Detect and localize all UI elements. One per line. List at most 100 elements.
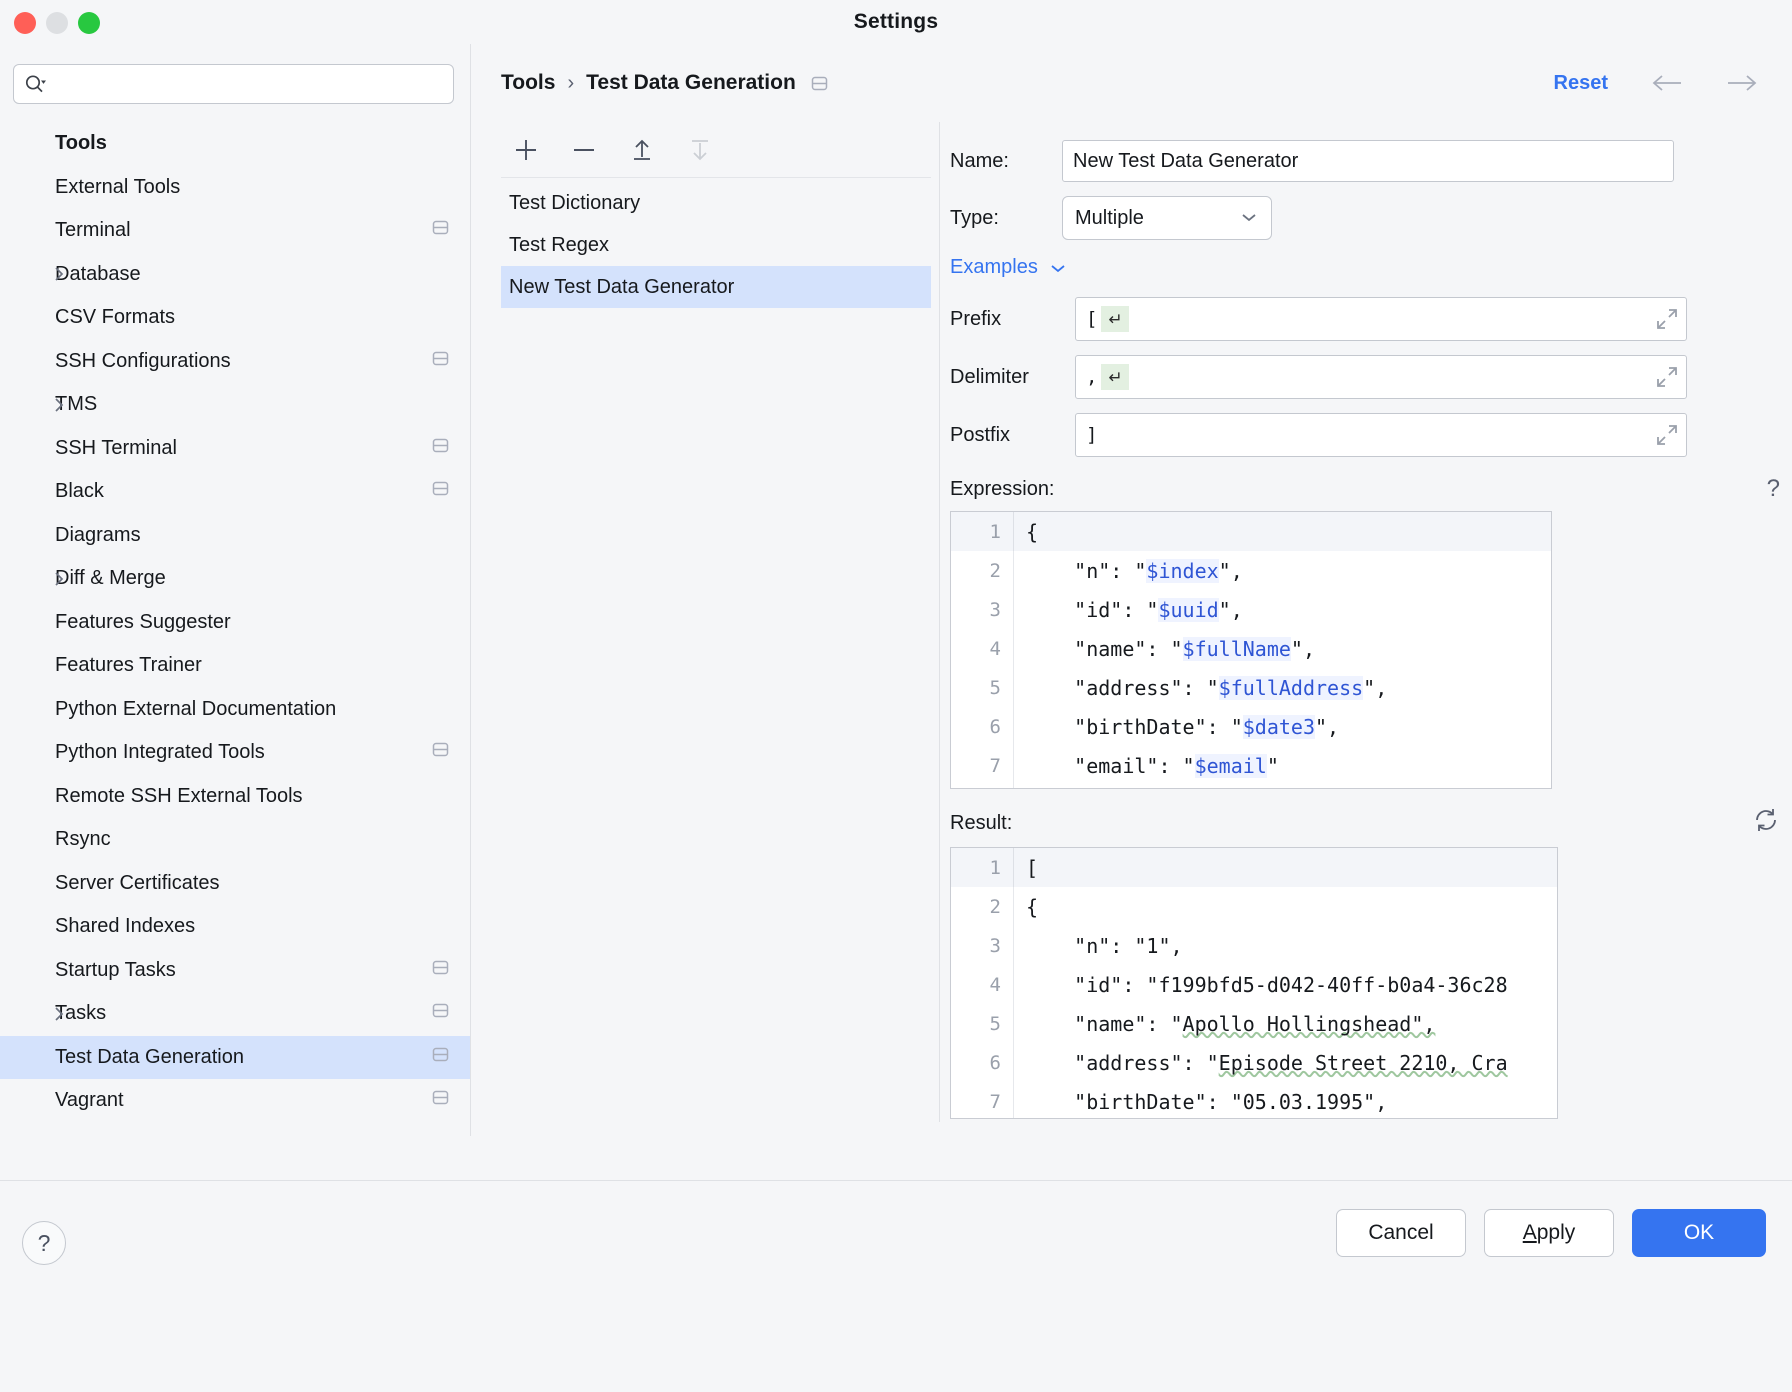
result-key: "name": " [1026, 1012, 1183, 1036]
search-field[interactable] [13, 64, 454, 104]
list-item[interactable]: New Test Data Generator [501, 266, 931, 308]
export-icon[interactable] [625, 133, 659, 167]
template-variable: $fullAddress [1219, 676, 1364, 700]
maximize-window-button[interactable] [78, 12, 100, 34]
prefix-value: [ [1086, 308, 1097, 330]
sidebar-item-python-integrated-tools[interactable]: Python Integrated Tools [0, 731, 470, 775]
chevron-right-icon[interactable] [52, 395, 66, 415]
sidebar-item-external-tools[interactable]: External Tools [0, 166, 470, 210]
line-number: 7 [951, 1091, 1013, 1113]
sidebar-item-csv-formats[interactable]: CSV Formats [0, 296, 470, 340]
expression-help-icon[interactable]: ? [1767, 475, 1780, 503]
window-controls[interactable] [14, 12, 100, 34]
code-literal: ", [1219, 598, 1243, 622]
sidebar-item-python-external-documentation[interactable]: Python External Documentation [0, 688, 470, 732]
chevron-right-icon[interactable] [52, 569, 66, 589]
result-section-label: Result: [950, 807, 1792, 839]
examples-link[interactable]: Examples [950, 256, 1038, 279]
name-label: Name: [950, 150, 1062, 173]
sidebar-group-tools[interactable]: Tools [0, 122, 470, 166]
sidebar-item-startup-tasks[interactable]: Startup Tasks [0, 949, 470, 993]
remove-generator-button[interactable] [567, 133, 601, 167]
result-value: Apollo Hollingshead", [1183, 1012, 1436, 1036]
sidebar-item-test-data-generation[interactable]: Test Data Generation [0, 1036, 470, 1080]
ok-button[interactable]: OK [1632, 1209, 1766, 1257]
sidebar-item-remote-ssh-external-tools[interactable]: Remote SSH External Tools [0, 775, 470, 819]
expression-editor[interactable]: 1{2 "n": "$index",3 "id": "$uuid",4 "nam… [950, 511, 1552, 789]
list-item[interactable]: Test Regex [501, 224, 931, 266]
sidebar-item-ssh-configurations[interactable]: SSH Configurations [0, 340, 470, 384]
code-literal: ", [1219, 559, 1243, 583]
result-line: 6 "address": "Episode Street 2210, Cra [951, 1043, 1557, 1082]
code-literal: ", [1315, 715, 1339, 739]
expand-postfix-icon[interactable] [1654, 422, 1680, 448]
template-variable: $fullName [1183, 637, 1291, 661]
project-scope-icon [431, 1088, 450, 1113]
sidebar-item-terminal[interactable]: Terminal [0, 209, 470, 253]
code-literal: ", [1291, 637, 1315, 661]
add-generator-button[interactable] [509, 133, 543, 167]
sidebar-item-features-trainer[interactable]: Features Trainer [0, 644, 470, 688]
code-text: } [1013, 785, 1551, 789]
type-label: Type: [950, 207, 1062, 230]
template-variable: $date3 [1243, 715, 1315, 739]
result-editor[interactable]: 1[2{3 "n": "1",4 "id": "f199bfd5-d042-40… [950, 847, 1558, 1119]
sidebar-item-tasks[interactable]: Tasks [0, 992, 470, 1036]
sidebar-item-rsync[interactable]: Rsync [0, 818, 470, 862]
examples-row[interactable]: Examples [950, 256, 1792, 279]
expand-delimiter-icon[interactable] [1654, 364, 1680, 390]
generator-list-toolbar [501, 122, 931, 178]
cancel-button[interactable]: Cancel [1336, 1209, 1466, 1257]
chevron-right-icon[interactable] [52, 1004, 66, 1024]
delimiter-input[interactable]: , ↵ [1075, 355, 1687, 399]
result-line: 1[ [951, 848, 1557, 887]
reset-button[interactable]: Reset [1548, 71, 1614, 96]
breadcrumb-root[interactable]: Tools [501, 71, 555, 95]
sidebar-item-shared-indexes[interactable]: Shared Indexes [0, 905, 470, 949]
chevron-down-icon[interactable] [1048, 261, 1068, 275]
sidebar-item-label: Remote SSH External Tools [55, 785, 303, 808]
type-select-value: Multiple [1075, 207, 1144, 230]
minimize-window-button[interactable] [46, 12, 68, 34]
project-scope-icon [431, 740, 450, 765]
sidebar-item-diagrams[interactable]: Diagrams [0, 514, 470, 558]
sidebar-item-tms[interactable]: TMS [0, 383, 470, 427]
list-item[interactable]: Test Dictionary [501, 182, 931, 224]
type-select[interactable]: Multiple [1062, 196, 1272, 240]
sidebar-item-label: Black [55, 480, 104, 503]
back-arrow-icon[interactable] [1648, 71, 1688, 95]
breadcrumb-separator: › [567, 72, 574, 95]
prefix-input[interactable]: [ ↵ [1075, 297, 1687, 341]
postfix-input[interactable]: ] [1075, 413, 1687, 457]
chevron-right-icon[interactable] [52, 264, 66, 284]
sidebar-item-label: Features Suggester [55, 611, 231, 634]
line-number: 1 [951, 521, 1013, 543]
postfix-value: ] [1086, 424, 1097, 446]
sidebar-item-black[interactable]: Black [0, 470, 470, 514]
apply-button[interactable]: Apply [1484, 1209, 1614, 1257]
sidebar-item-server-certificates[interactable]: Server Certificates [0, 862, 470, 906]
postfix-row: Postfix ] [950, 413, 1792, 457]
sidebar-item-vagrant[interactable]: Vagrant [0, 1079, 470, 1123]
refresh-icon[interactable] [1752, 807, 1780, 839]
expand-prefix-icon[interactable] [1654, 306, 1680, 332]
settings-content: Tools › Test Data Generation Reset [471, 44, 1792, 1136]
project-scope-icon [431, 218, 450, 243]
sidebar-item-features-suggester[interactable]: Features Suggester [0, 601, 470, 645]
dialog-footer: ? Cancel Apply OK [0, 1180, 1792, 1392]
sidebar-item-database[interactable]: Database [0, 253, 470, 297]
forward-arrow-icon[interactable] [1722, 71, 1762, 95]
help-button[interactable]: ? [22, 1221, 66, 1265]
close-window-button[interactable] [14, 12, 36, 34]
sidebar-item-label: Database [55, 263, 141, 286]
sidebar-item-diff-merge[interactable]: Diff & Merge [0, 557, 470, 601]
code-text: "address": "$fullAddress", [1013, 668, 1551, 707]
result-text: "name": "Apollo Hollingshead", [1013, 1004, 1557, 1043]
sidebar-item-label: Server Certificates [55, 872, 220, 895]
code-text: "n": "$index", [1013, 551, 1551, 590]
name-input[interactable]: New Test Data Generator [1062, 140, 1674, 182]
sidebar-item-ssh-terminal[interactable]: SSH Terminal [0, 427, 470, 471]
search-input[interactable] [54, 74, 443, 94]
code-literal: "n": " [1026, 559, 1146, 583]
sidebar-item-label: SSH Configurations [55, 350, 231, 373]
